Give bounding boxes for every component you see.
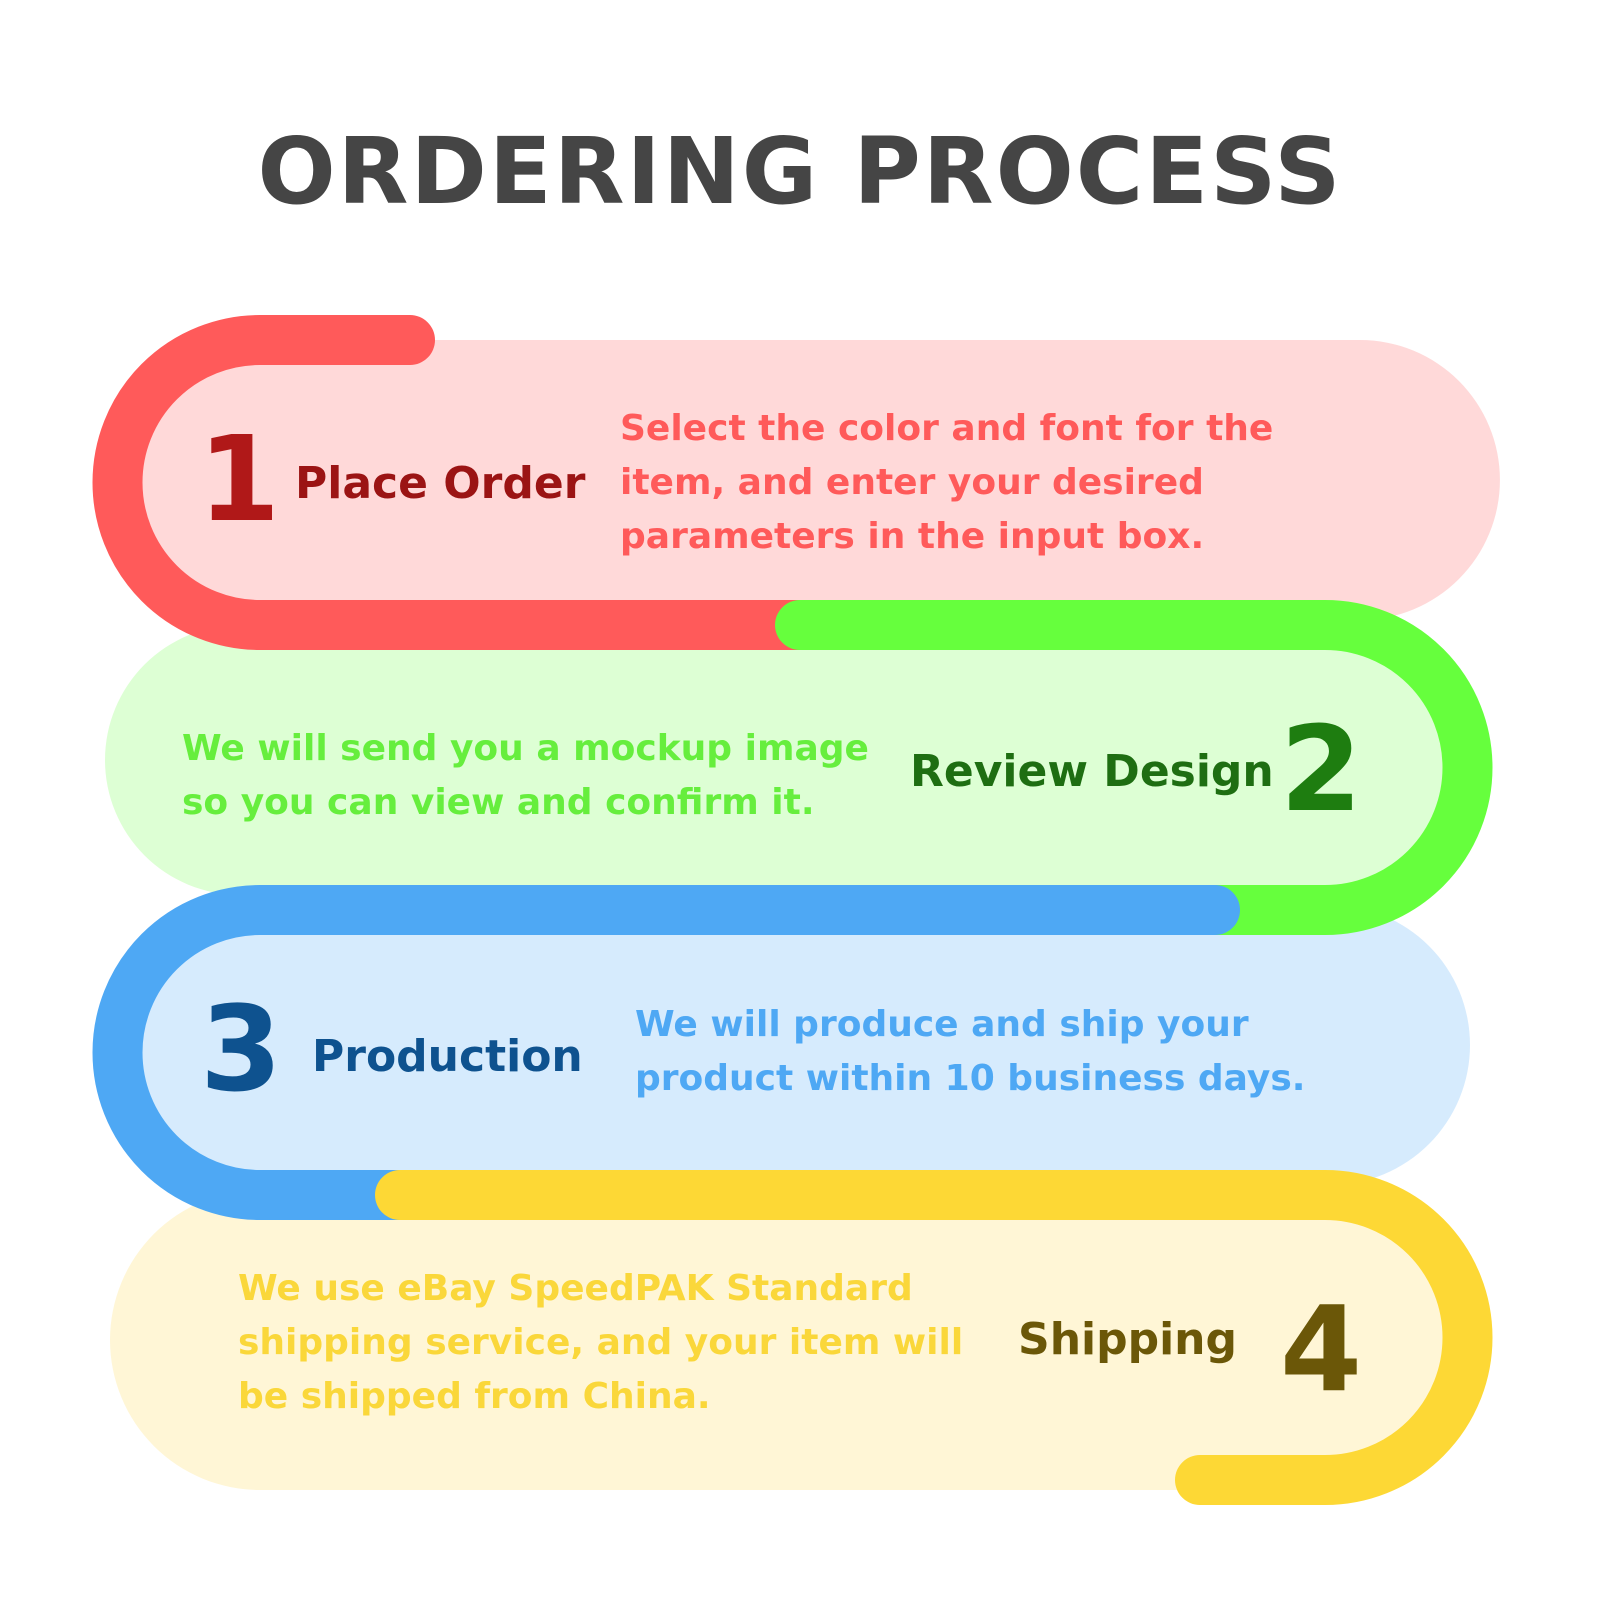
step-1-description: Select the color and font for the item, … [620,408,1274,557]
step-3-pill [120,905,1470,1185]
page-title: ORDERING PROCESS [257,118,1343,225]
step-3-label: Production [312,1031,583,1082]
step-4-number: 4 [1280,1280,1363,1418]
step-1-label: Place Order [295,458,586,509]
step-1-number: 1 [198,410,281,548]
step-4-connector [375,1170,1493,1505]
step-2-connector [775,600,1493,935]
step-1-pill [120,340,1500,620]
step-4-description: We use eBay SpeedPAK Standard shipping s… [238,1268,964,1417]
step-4-pill [110,1190,1480,1490]
step-2-description: We will send you a mockup image so you c… [182,728,869,823]
step-2-number: 2 [1280,700,1363,838]
step-3-connector [92,885,1240,1220]
step-1-connector [92,315,825,650]
step-4-label: Shipping [1018,1314,1237,1365]
step-3-description: We will produce and ship your product wi… [635,1004,1306,1099]
step-2-label: Review Design [910,746,1274,797]
step-3-number: 3 [200,980,283,1118]
step-2-pill [105,625,1455,895]
